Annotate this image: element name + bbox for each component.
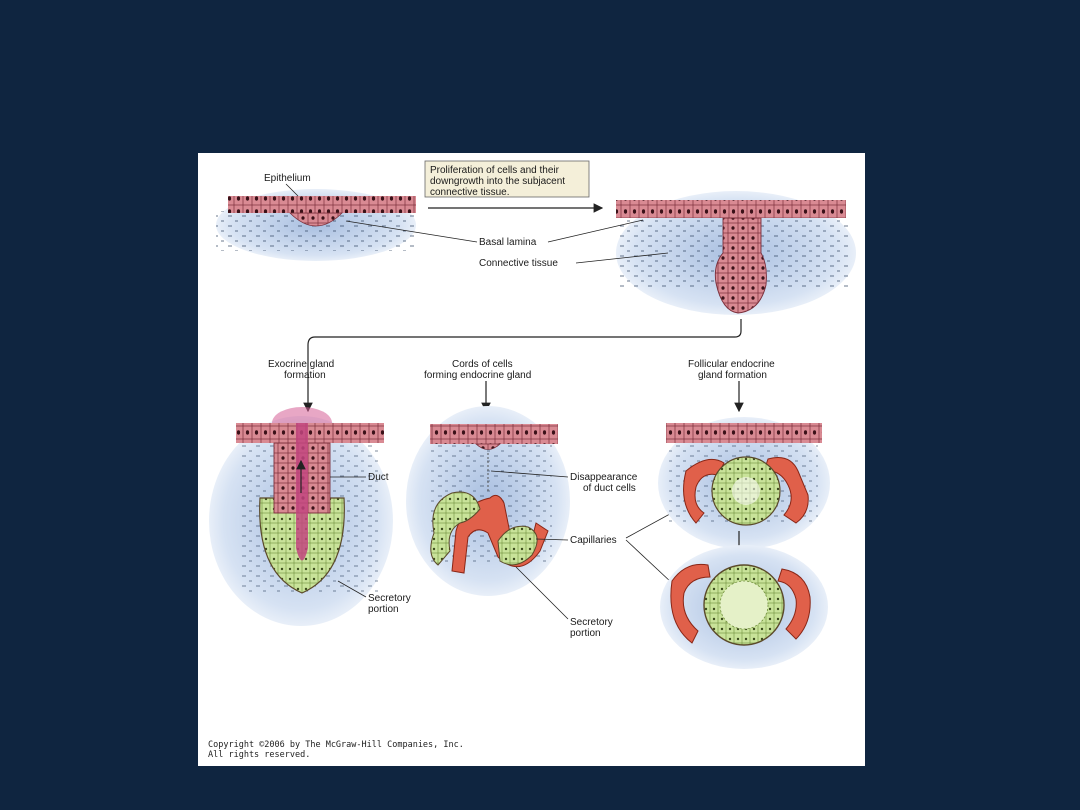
follicular-capillary-lower	[670, 563, 811, 644]
stage1-bud	[289, 212, 343, 227]
stage2-epithelium	[616, 200, 846, 218]
follicular-epithelium	[666, 423, 822, 443]
epithelium-label: Epithelium	[264, 173, 311, 184]
exocrine-label-1: Exocrine gland	[268, 359, 334, 370]
capillaries-leader-lower	[625, 539, 673, 584]
copyright-notice: Copyright ©2006 by The McGraw-Hill Compa…	[208, 740, 464, 760]
stage2-group	[616, 191, 856, 315]
connective-tissue-leader	[575, 252, 669, 264]
secretory-left-label-1: Secretory	[368, 593, 411, 604]
secretory-left-leader	[337, 580, 367, 598]
capillaries-leader-mid	[535, 538, 569, 541]
proliferation-box	[424, 160, 590, 198]
basal-lamina-leader-right	[547, 219, 644, 243]
disappearance-label-2: of duct cells	[583, 483, 636, 494]
cords-epithelium	[430, 424, 558, 444]
cords-bud	[474, 443, 502, 450]
connective-tissue-label: Connective tissue	[479, 258, 558, 269]
epithelium-leader	[285, 183, 299, 197]
exocrine-group	[209, 407, 393, 626]
proliferation-label-2: downgrowth into the subjacent	[430, 176, 565, 187]
secretory-left-label-2: portion	[368, 604, 399, 615]
copyright-line-2: All rights reserved.	[208, 750, 311, 760]
cords-label-2: forming endocrine gland	[424, 370, 531, 381]
stage1-epithelium	[228, 196, 416, 213]
follicular-label-2: gland formation	[698, 370, 767, 381]
exocrine-epithelium	[236, 423, 384, 443]
branch-connector	[303, 319, 742, 413]
follicular-label-1: Follicular endocrine	[688, 359, 775, 370]
gland-formation-diagram: Proliferation of cells and their downgro…	[209, 160, 856, 669]
basal-lamina-label: Basal lamina	[479, 237, 537, 248]
cords-label-1: Cords of cells	[452, 359, 513, 370]
figure-panel: Proliferation of cells and their downgro…	[198, 153, 865, 766]
disappearance-label-1: Disappearance	[570, 472, 638, 483]
proliferation-label-1: Proliferation of cells and their	[430, 165, 560, 176]
secretory-mid-leader	[515, 566, 569, 620]
exocrine-label-2: formation	[284, 370, 326, 381]
cords-group	[406, 406, 570, 596]
duct-label: Duct	[368, 472, 389, 483]
follicular-group	[658, 417, 830, 669]
cords-secretory-cords	[430, 491, 538, 566]
disappearance-leader	[490, 470, 569, 478]
capillaries-label: Capillaries	[570, 535, 617, 546]
copyright-line-1: Copyright ©2006 by The McGraw-Hill Compa…	[208, 740, 464, 750]
stage2-downgrowth	[714, 217, 767, 314]
secretory-mid-label-2: portion	[570, 628, 601, 639]
basal-lamina-leader-left	[345, 220, 478, 243]
stage1-group	[216, 189, 416, 261]
proliferation-label-3: connective tissue.	[430, 187, 510, 198]
exocrine-duct-lumen	[296, 423, 308, 561]
secretory-mid-label-1: Secretory	[570, 617, 613, 628]
follicular-capillary-upper	[683, 457, 809, 524]
